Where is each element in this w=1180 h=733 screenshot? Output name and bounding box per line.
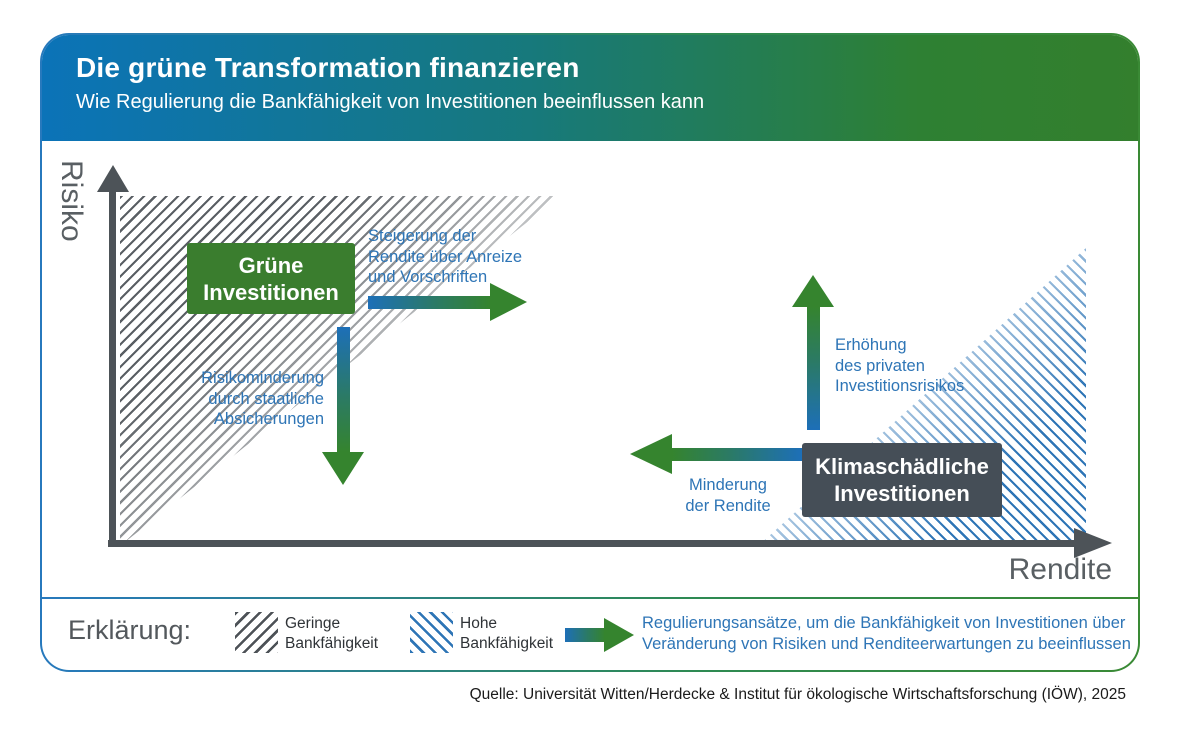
annotation-erhoehung: Erhöhung des privaten Investitionsrisiko… — [835, 336, 965, 395]
arrow-left-shaft — [672, 448, 802, 461]
annotation-steigerung: Steigerung der Rendite über Anreize und … — [368, 227, 523, 286]
legend-arrow-caption: Regulierungsansätze, um die Bankfähigkei… — [642, 614, 1131, 653]
page-title: Die grüne Transformation finanzieren — [76, 52, 580, 83]
y-axis-label: Risiko — [55, 160, 88, 242]
climate-harmful-investments-box: Klimaschädliche Investitionen — [802, 443, 1002, 517]
x-axis-line — [108, 540, 1074, 547]
arrow-down-shaft — [337, 327, 350, 452]
card-gradient-border: Die grüne Transformation finanzieren Wie… — [40, 33, 1140, 672]
legend-item-low-bankability: Geringe Bankfähigkeit — [285, 615, 379, 652]
x-axis-arrowhead-icon — [1074, 528, 1112, 558]
arrow-right-shaft — [368, 296, 490, 309]
green-investments-box: Grüne Investitionen — [187, 243, 355, 314]
source-citation: Quelle: Universität Witten/Herdecke & In… — [469, 686, 1126, 703]
arrow-left-head-icon — [630, 434, 672, 474]
legend-title: Erklärung: — [68, 615, 192, 645]
arrow-up-head-icon — [792, 275, 834, 307]
header-banner: Die grüne Transformation finanzieren Wie… — [42, 35, 1138, 141]
legend-arrow-head-icon — [604, 618, 634, 652]
page-subtitle: Wie Regulierung die Bankfähigkeit von In… — [76, 91, 705, 113]
card: Die grüne Transformation finanzieren Wie… — [42, 35, 1138, 670]
arrow-right-head-icon — [490, 283, 527, 321]
gray-hatch-swatch-icon — [235, 612, 278, 653]
legend-item-high-bankability: Hohe Bankfähigkeit — [460, 615, 554, 652]
blue-hatch-swatch-icon — [410, 612, 453, 653]
y-axis-line — [109, 191, 116, 547]
x-axis-label: Rendite — [1008, 553, 1112, 586]
arrow-up-shaft — [807, 307, 820, 430]
legend-arrow-shaft — [565, 628, 605, 642]
annotation-minderung: Minderung der Rendite — [685, 476, 771, 515]
arrow-down-head-icon — [322, 452, 364, 485]
y-axis-arrowhead-icon — [97, 165, 129, 192]
legend-separator — [42, 597, 1138, 599]
annotation-risikominderung: Risikominderung durch staatliche Absiche… — [201, 369, 324, 428]
